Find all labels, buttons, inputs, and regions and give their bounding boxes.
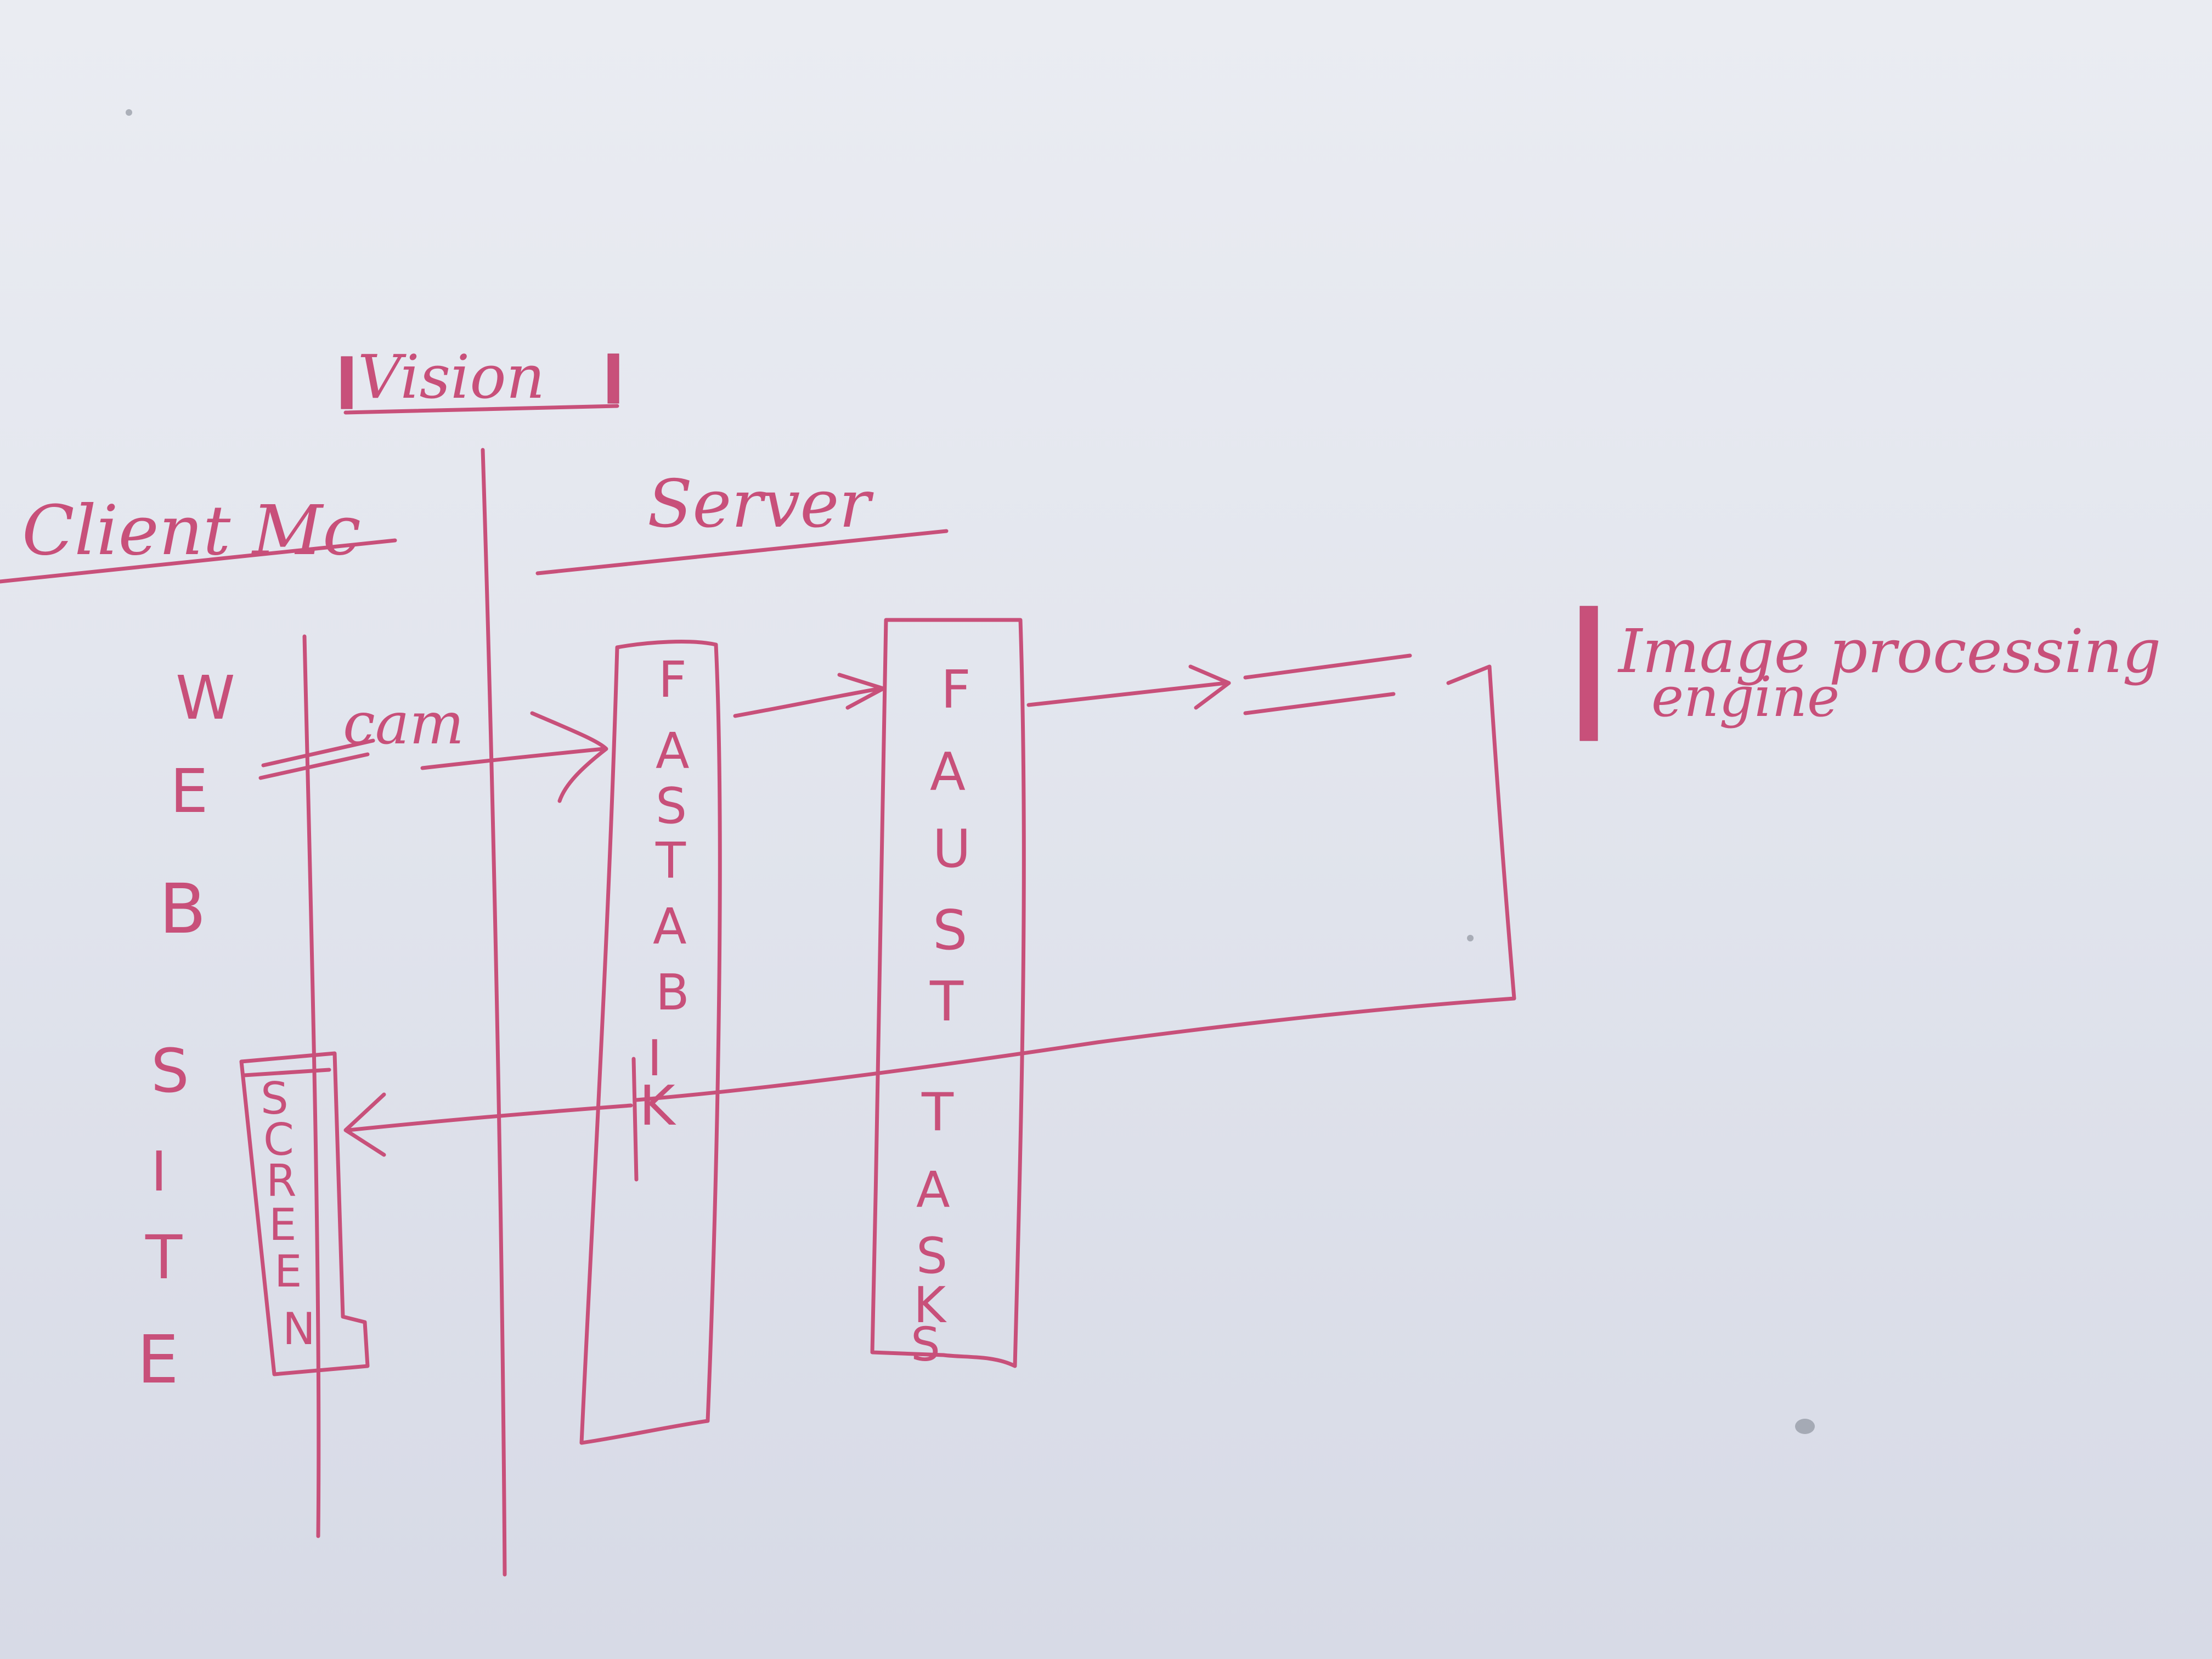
faust-letter: F (941, 660, 971, 720)
vision-right-bracket (607, 353, 619, 404)
faust-letter: A (930, 742, 966, 803)
website-letter: I (151, 1139, 167, 1204)
arrow-faust-to-engine (1026, 653, 1412, 715)
arrow-fastapi-to-faust (733, 673, 885, 718)
vision-divider-line (481, 448, 507, 1577)
client-header: Client Mc (0, 491, 397, 584)
tasks-letter: S (916, 1227, 947, 1285)
engine-return-path (634, 664, 1516, 1102)
screen-outline (239, 1051, 370, 1376)
website-letter: S (151, 1036, 189, 1106)
tasks-letter: K (913, 1277, 947, 1334)
screen-letter: N (283, 1304, 315, 1355)
fastapi-letter: B (656, 964, 690, 1022)
server-underline (535, 529, 949, 575)
screen-letter: S (261, 1073, 289, 1124)
paper-dot (126, 109, 132, 116)
website-label: W E B S I T E (137, 663, 235, 1398)
arrow-head (343, 1092, 386, 1157)
screen-letter: C (263, 1114, 294, 1165)
faust-letter: U (933, 819, 971, 879)
screen-box: S C R E E N (239, 1051, 370, 1376)
fastapi-letter: T (655, 832, 686, 890)
vision-label: Vision (358, 342, 545, 412)
website-letter: E (137, 1322, 179, 1398)
arrow-shaft (1026, 681, 1228, 707)
faust-letter: S (933, 898, 967, 962)
vision-underline (343, 404, 619, 415)
arrow-return-to-screen (343, 1092, 633, 1157)
server-header: Server (535, 466, 949, 575)
fastapi-inner-tick (631, 1057, 639, 1182)
fastapi-letter: A (656, 723, 690, 780)
paper-smudge (1795, 1419, 1815, 1434)
cam-line-lower (258, 752, 370, 780)
arrow-head (1188, 664, 1231, 710)
tasks-letter: S (911, 1318, 940, 1372)
arrow-shaft (733, 686, 883, 718)
screen-letter: E (269, 1199, 297, 1250)
client-label: Client Mc (22, 491, 361, 571)
engine-entry-line-upper (1243, 653, 1412, 680)
engine-bar (1579, 606, 1598, 741)
fastapi-letter: K (639, 1074, 676, 1138)
tasks-letter: A (916, 1161, 950, 1219)
website-letter: W (176, 663, 235, 733)
cam-connector: cam (258, 690, 464, 780)
cam-line-upper (261, 738, 375, 768)
fastapi-letter: S (656, 777, 687, 835)
fastapi-letter: I (647, 1030, 662, 1087)
engine-label-line1: Image processing (1617, 616, 2161, 686)
client-lifeline (302, 634, 321, 1538)
arrow-shaft (420, 747, 606, 770)
website-letter: E (170, 756, 208, 826)
vision-title: Vision (341, 342, 619, 415)
server-label: Server (647, 466, 874, 543)
image-engine-label: Image processing engine (1579, 606, 2161, 741)
vision-left-bracket (341, 356, 353, 409)
faust-box: F A U S T T A S K S (870, 618, 1026, 1372)
fastapi-outline (579, 640, 722, 1445)
arrow-shaft (346, 1103, 633, 1132)
arrow-head (530, 711, 608, 803)
cam-label: cam (343, 690, 464, 757)
arrow-cam-to-fastapi (420, 711, 608, 803)
faust-outline (870, 618, 1026, 1368)
website-letter: T (145, 1222, 183, 1293)
fastapi-letter: A (653, 898, 687, 956)
paper-dot (1467, 935, 1474, 941)
fastapi-letter: F (658, 651, 687, 709)
tasks-letter: T (921, 1082, 954, 1143)
engine-label-line2: engine (1651, 665, 1839, 729)
fastapi-box: F A S T A B I K (579, 640, 722, 1445)
faust-letter: T (929, 969, 964, 1034)
screen-top-line (242, 1068, 331, 1077)
screen-letter: E (274, 1246, 302, 1297)
screen-letter: R (266, 1155, 297, 1206)
website-letter: B (159, 870, 206, 949)
client-underline (0, 538, 397, 584)
engine-entry-line-lower (1243, 692, 1396, 715)
